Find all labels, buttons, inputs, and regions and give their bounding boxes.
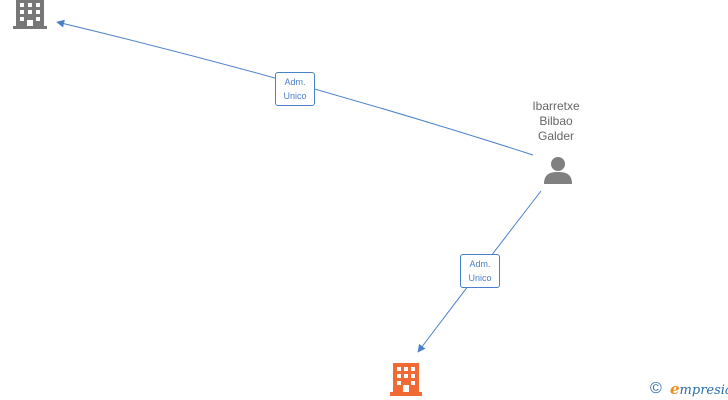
person-name-line-3: Galder bbox=[537, 129, 575, 143]
edge-label-top-line-1: Adm. bbox=[284, 77, 306, 87]
person-icon[interactable] bbox=[544, 157, 572, 184]
edge-label-bottom-line-2: Unico bbox=[468, 273, 492, 283]
logo-rest: mpresia bbox=[679, 383, 728, 398]
edge-label-bottom[interactable]: Adm. Unico bbox=[460, 254, 500, 288]
company-top-left-building-icon[interactable] bbox=[13, 0, 47, 29]
person-name-line-2: Bilbao bbox=[539, 114, 573, 128]
person-name-line-1: Ibarretxe bbox=[532, 99, 580, 113]
edge-label-bottom-line-1: Adm. bbox=[469, 259, 491, 269]
logo-first-letter: e bbox=[670, 380, 680, 398]
copyright-icon: © bbox=[650, 380, 662, 397]
edge-label-top[interactable]: Adm. Unico bbox=[275, 72, 315, 106]
empresia-logo: empresia bbox=[670, 380, 728, 400]
person-name-label[interactable]: Ibarretxe Bilbao Galder bbox=[508, 99, 604, 144]
edge-label-top-line-2: Unico bbox=[283, 91, 307, 101]
company-bottom-building-icon[interactable] bbox=[390, 363, 422, 396]
